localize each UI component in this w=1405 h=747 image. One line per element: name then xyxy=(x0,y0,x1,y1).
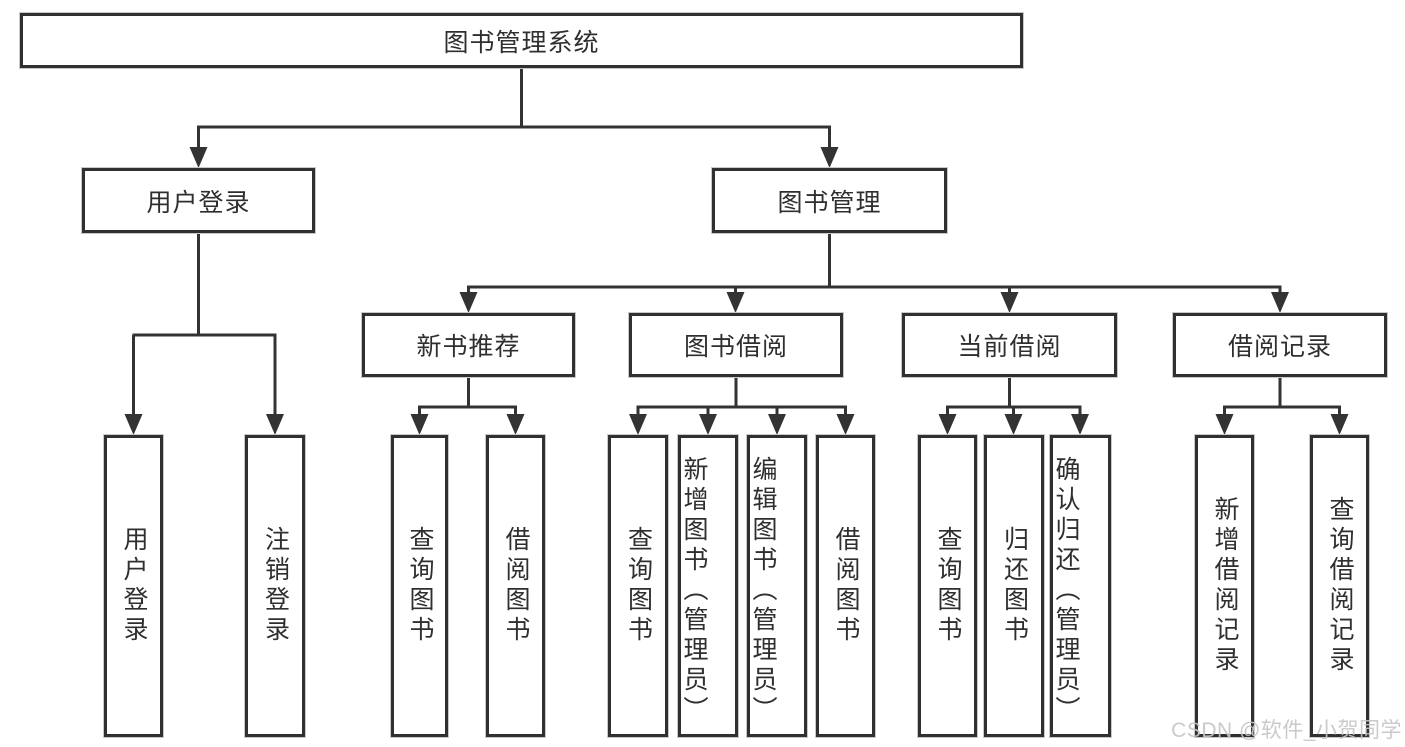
leaf-bb-add-books-admin-label: 新增图书（管理员） xyxy=(680,456,708,726)
leaf-br-query-record: 查询借阅记录 xyxy=(1310,435,1369,737)
node-book-borrowing-label: 图书借阅 xyxy=(683,333,788,361)
leaf-bb-edit-books-admin: 编辑图书（管理员） xyxy=(747,435,807,737)
edge-current-group xyxy=(946,377,1082,418)
edge-bookmgmt-to-level3 xyxy=(467,233,1282,297)
node-library-system-label: 图书管理系统 xyxy=(443,28,600,57)
node-new-book-recommend: 新书推荐 xyxy=(362,313,575,377)
leaf-logout-label: 注销登录 xyxy=(261,526,290,646)
leaf-cb-query-books-label: 查询图书 xyxy=(934,526,962,646)
edge-newbook-group xyxy=(418,377,517,418)
node-new-book-recommend-label: 新书推荐 xyxy=(416,333,521,361)
leaf-nbr-borrow-books: 借阅图书 xyxy=(486,435,545,737)
leaf-br-add-record-label: 新增借阅记录 xyxy=(1211,496,1239,676)
node-user-login-label: 用户登录 xyxy=(146,188,251,217)
node-user-login: 用户登录 xyxy=(82,168,315,233)
node-book-management-label: 图书管理 xyxy=(777,188,882,217)
node-book-borrowing: 图书借阅 xyxy=(629,313,843,377)
arrowheads xyxy=(124,147,1349,435)
leaf-nbr-query-books: 查询图书 xyxy=(391,435,448,737)
leaf-bb-query-books-label: 查询图书 xyxy=(624,526,653,646)
leaf-bb-borrow-books: 借阅图书 xyxy=(816,435,875,737)
leaf-bb-add-books-admin: 新增图书（管理员） xyxy=(678,435,738,737)
leaf-cb-return-books-label: 归还图书 xyxy=(1000,526,1029,646)
edge-records-group xyxy=(1223,377,1341,418)
edge-root-to-level2 xyxy=(197,68,831,151)
leaf-cb-confirm-return-admin: 确认归还（管理员） xyxy=(1050,435,1111,737)
edge-userlogin-to-leaves xyxy=(132,233,277,418)
leaf-user-login-label: 用户登录 xyxy=(120,526,148,646)
leaf-nbr-query-books-label: 查询图书 xyxy=(406,526,434,646)
leaf-cb-return-books: 归还图书 xyxy=(984,435,1044,737)
leaf-nbr-borrow-books-label: 借阅图书 xyxy=(502,526,530,646)
node-borrowing-records: 借阅记录 xyxy=(1173,313,1387,377)
edge-borrow-group xyxy=(636,377,847,418)
node-book-management: 图书管理 xyxy=(712,168,947,233)
leaf-user-login: 用户登录 xyxy=(104,435,163,737)
leaf-br-add-record: 新增借阅记录 xyxy=(1195,435,1254,737)
node-borrowing-records-label: 借阅记录 xyxy=(1227,333,1332,361)
csdn-watermark: CSDN @软件_小贺同学 xyxy=(1171,719,1402,742)
leaf-cb-query-books: 查询图书 xyxy=(918,435,977,737)
leaf-bb-edit-books-admin-label: 编辑图书（管理员） xyxy=(749,456,777,726)
node-current-borrowing-label: 当前借阅 xyxy=(957,333,1062,361)
leaf-bb-borrow-books-label: 借阅图书 xyxy=(832,526,860,646)
leaf-br-query-record-label: 查询借阅记录 xyxy=(1326,496,1354,676)
leaf-cb-confirm-return-admin-label: 确认归还（管理员） xyxy=(1052,456,1080,726)
node-current-borrowing: 当前借阅 xyxy=(902,313,1117,377)
node-library-system: 图书管理系统 xyxy=(20,13,1023,68)
leaf-logout: 注销登录 xyxy=(245,435,305,737)
leaf-bb-query-books: 查询图书 xyxy=(608,435,668,737)
